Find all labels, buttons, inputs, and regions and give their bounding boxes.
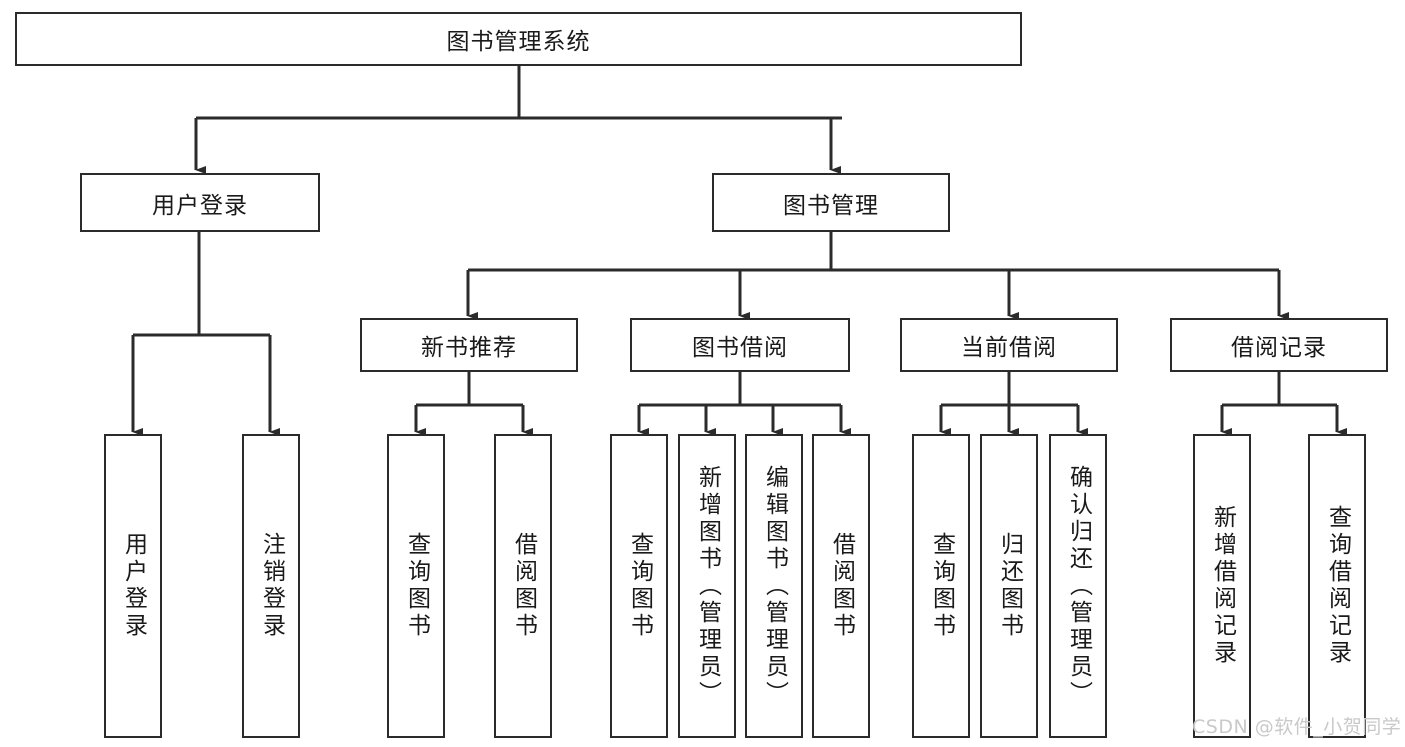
node-label: 用户登录 xyxy=(120,532,147,640)
node-label: 图书借阅 xyxy=(692,335,788,361)
node-current-borrow[interactable]: 当前借阅 xyxy=(900,318,1118,372)
node-leaf-confirm-return-admin[interactable]: 确认归还（管理员） xyxy=(1049,434,1107,738)
node-label: 确认归还（管理员） xyxy=(1065,464,1092,708)
node-label: 查询图书 xyxy=(626,532,653,640)
node-leaf-query-book-borrow[interactable]: 查询图书 xyxy=(610,434,668,738)
node-label: 查询图书 xyxy=(928,532,955,640)
node-label: 查询图书 xyxy=(403,532,430,640)
node-leaf-borrow-book-recommend[interactable]: 借阅图书 xyxy=(494,434,552,738)
node-leaf-logout[interactable]: 注销登录 xyxy=(242,434,300,738)
node-root-book-management-system[interactable]: 图书管理系统 xyxy=(15,12,1022,66)
node-label: 借阅记录 xyxy=(1231,335,1327,361)
node-label: 借阅图书 xyxy=(828,532,855,640)
node-book-borrow[interactable]: 图书借阅 xyxy=(630,318,850,372)
node-book-management[interactable]: 图书管理 xyxy=(712,173,950,232)
node-leaf-edit-book-admin[interactable]: 编辑图书（管理员） xyxy=(745,434,803,738)
node-label: 当前借阅 xyxy=(961,335,1057,361)
node-label: 借阅图书 xyxy=(510,532,537,640)
node-borrow-record[interactable]: 借阅记录 xyxy=(1170,318,1388,372)
node-label: 新书推荐 xyxy=(421,335,517,361)
node-label: 图书管理 xyxy=(783,192,879,219)
node-label: 归还图书 xyxy=(996,532,1023,640)
node-label: 新增图书（管理员） xyxy=(694,464,721,708)
node-label: 编辑图书（管理员） xyxy=(761,464,788,708)
node-label: 新增借阅记录 xyxy=(1209,505,1236,667)
node-new-book-recommend[interactable]: 新书推荐 xyxy=(360,318,578,372)
node-user-login[interactable]: 用户登录 xyxy=(80,173,320,232)
node-label: 注销登录 xyxy=(258,532,285,640)
node-label: 查询借阅记录 xyxy=(1324,505,1351,667)
node-leaf-add-book-admin[interactable]: 新增图书（管理员） xyxy=(678,434,736,738)
node-leaf-query-borrow-record[interactable]: 查询借阅记录 xyxy=(1308,434,1366,738)
node-leaf-query-book-recommend[interactable]: 查询图书 xyxy=(387,434,445,738)
node-leaf-query-book-current[interactable]: 查询图书 xyxy=(912,434,970,738)
node-leaf-add-borrow-record[interactable]: 新增借阅记录 xyxy=(1193,434,1251,738)
node-label: 图书管理系统 xyxy=(446,29,591,55)
node-leaf-borrow-book[interactable]: 借阅图书 xyxy=(812,434,870,738)
node-label: 用户登录 xyxy=(152,192,248,219)
node-leaf-user-login[interactable]: 用户登录 xyxy=(104,434,162,738)
node-leaf-return-book[interactable]: 归还图书 xyxy=(980,434,1038,738)
